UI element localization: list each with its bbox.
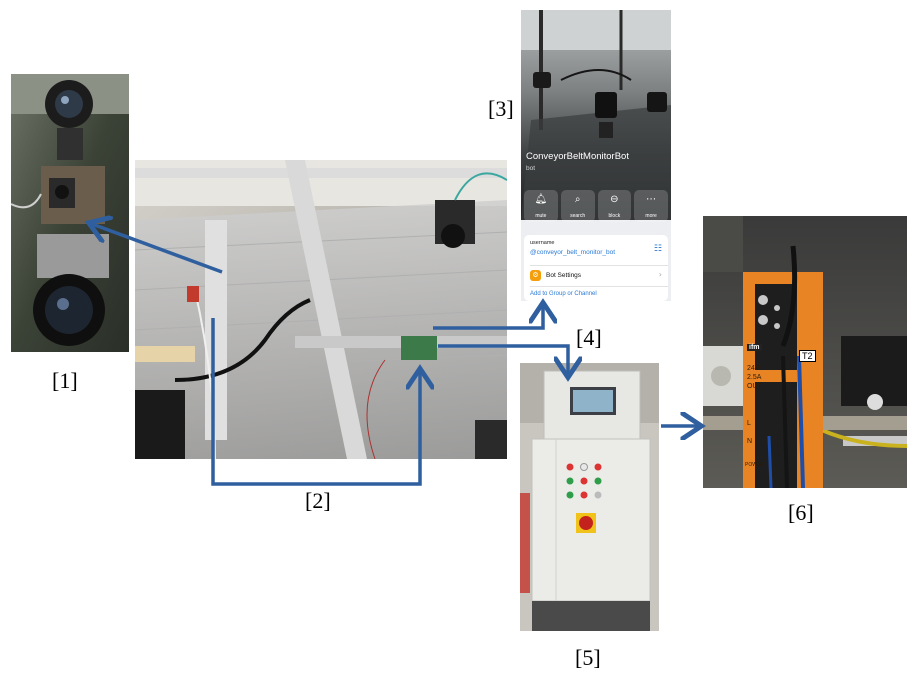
conveyor-setup-photo [135, 160, 507, 459]
qr-code-icon[interactable]: ☷ [653, 244, 662, 254]
arrow-to-camera [92, 224, 223, 274]
psu-voltage: 24V [747, 365, 760, 372]
psu-tag: T2 [799, 350, 816, 362]
more-label: more [645, 213, 657, 219]
arrow-to-cabinet [438, 344, 568, 374]
bell-icon: 🔔︎ [534, 194, 548, 205]
power-supply-photo: T2 ifm 24V 2.5A OUT L N POWER [703, 216, 907, 488]
mute-label: mute [535, 213, 547, 219]
label-setup: [2] [305, 488, 331, 513]
more-button[interactable]: ⋯ more [634, 190, 668, 222]
power-label: POWER [745, 462, 764, 468]
block-label: block [608, 213, 621, 219]
search-icon: ⌕ [574, 194, 581, 205]
terminal-n-label: N [747, 438, 753, 445]
psu-rating: 24V 2.5A OUT [747, 364, 762, 391]
arrow-to-telegram [433, 306, 543, 330]
search-button[interactable]: ⌕ search [560, 190, 595, 222]
search-label: search [570, 213, 586, 219]
mute-button[interactable]: 🔔︎ mute [524, 190, 558, 222]
divider [530, 286, 668, 287]
label-link: [4] [576, 325, 602, 350]
block-icon: ⊖ [610, 194, 619, 205]
psu-output: OUT [747, 383, 762, 390]
bot-info-card: username @conveyor_belt_monitor_bot ☷ ⚙ … [524, 235, 668, 301]
bot-cover-image: ConveyorBeltMonitorBot bot 🔔︎ mute ⌕ sea… [521, 10, 671, 222]
camera-photo [11, 74, 129, 352]
bot-settings-icon: ⚙ [530, 270, 541, 281]
username-label: username [530, 240, 555, 246]
label-telegram: [3] [488, 96, 514, 121]
username-value[interactable]: @conveyor_belt_monitor_bot [530, 249, 616, 256]
arrow-setup-loop [211, 318, 420, 486]
psu-current: 2.5A [747, 374, 762, 381]
label-camera: [1] [52, 368, 78, 393]
bot-settings-item[interactable]: Bot Settings [546, 272, 582, 279]
bot-action-bar: 🔔︎ mute ⌕ search ⊖ block ⋯ more [524, 190, 668, 222]
terminal-l-label: L [747, 420, 751, 427]
divider [530, 265, 668, 266]
add-to-group-link[interactable]: Add to Group or Channel [530, 291, 597, 297]
label-power-supply: [6] [788, 500, 814, 525]
psu-brand: ifm [747, 344, 762, 351]
label-cabinet: [5] [575, 645, 601, 670]
telegram-bot-screenshot: ConveyorBeltMonitorBot bot 🔔︎ mute ⌕ sea… [521, 10, 671, 301]
more-icon: ⋯ [646, 194, 657, 205]
bot-name: ConveyorBeltMonitorBot [526, 151, 629, 162]
bot-subtitle: bot [526, 165, 536, 172]
block-button[interactable]: ⊖ block [597, 190, 632, 222]
chevron-right-icon: › [658, 270, 662, 279]
control-cabinet-photo [520, 363, 659, 631]
